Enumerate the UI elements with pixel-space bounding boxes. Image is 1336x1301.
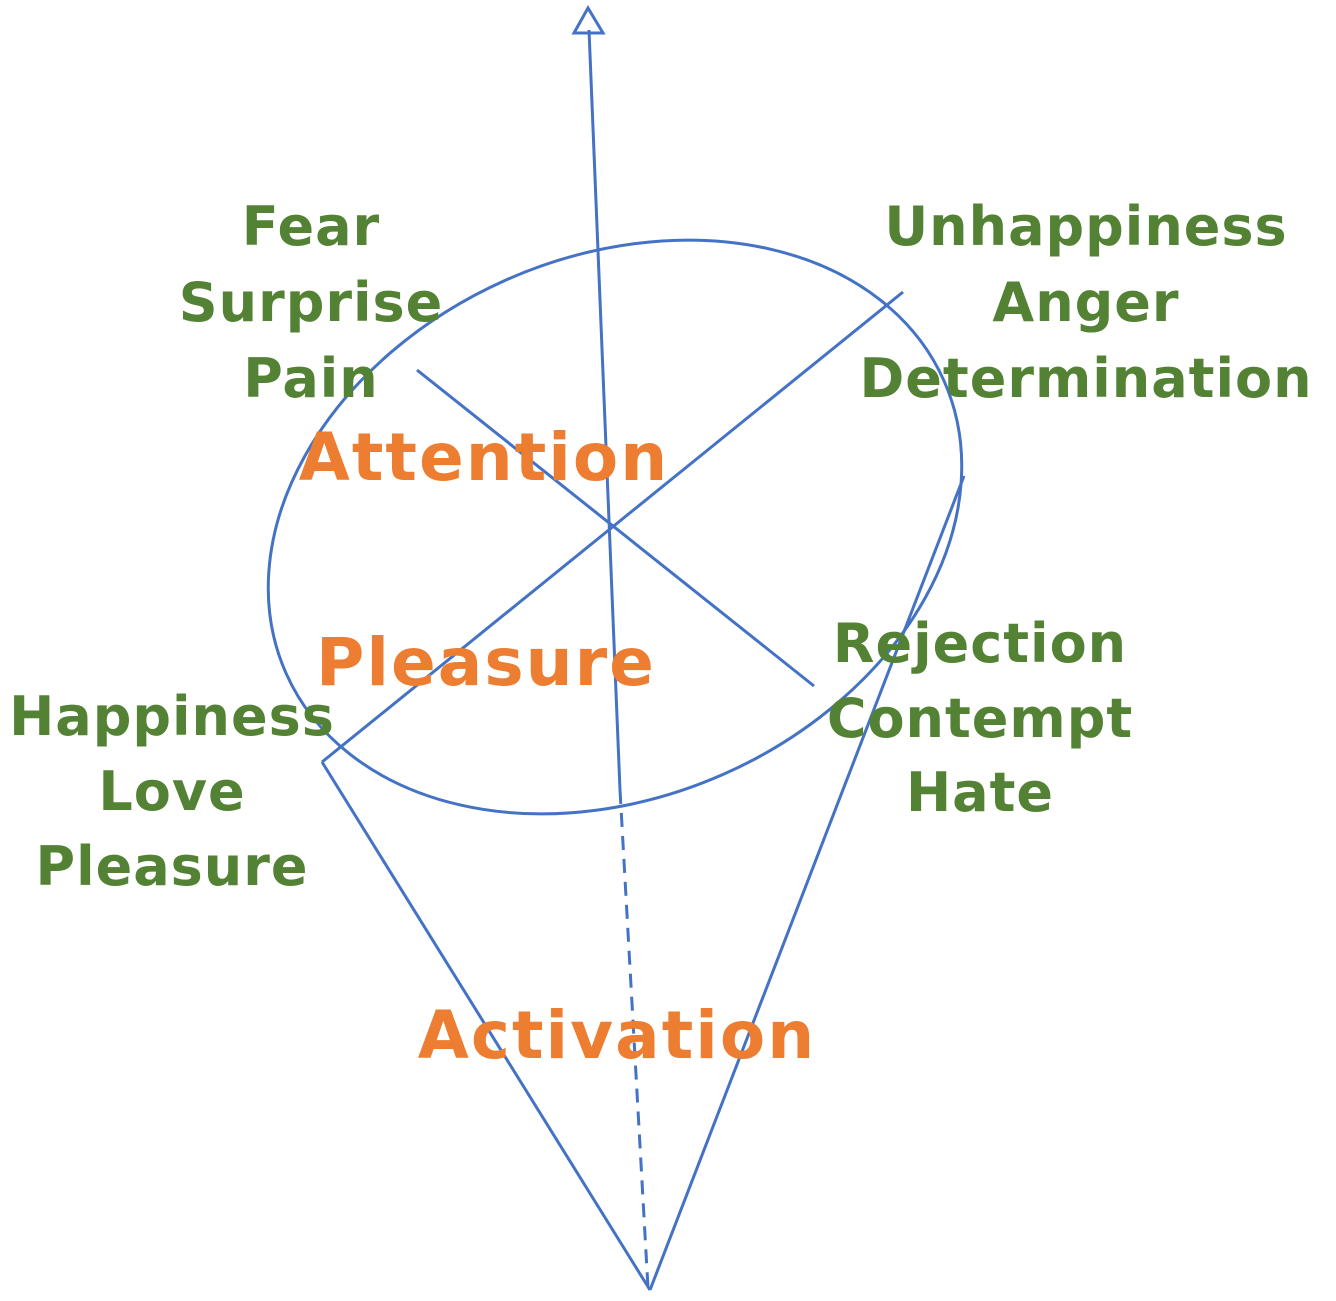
- cone-ellipse: [266, 238, 964, 816]
- emotion-unhappiness: Unhappiness: [884, 195, 1287, 258]
- emotion-determination: Determination: [859, 347, 1312, 410]
- activation-axis-dashed-line: [618, 789, 650, 1289]
- attention-label: Attention: [299, 419, 669, 496]
- cone-right-side: [648, 475, 966, 1291]
- activation-arrow-icon: [571, 5, 606, 35]
- emotion-happiness: Happiness: [9, 685, 335, 748]
- emotion-contempt: Contempt: [827, 687, 1133, 750]
- pleasure-label: Pleasure: [316, 624, 656, 701]
- activation-axis-line: [587, 29, 622, 791]
- emotion-love: Love: [98, 760, 245, 823]
- emotion-hate: Hate: [906, 761, 1054, 824]
- emotion-anger: Anger: [992, 271, 1179, 334]
- emotion-fear: Fear: [242, 195, 380, 258]
- emotion-rejection: Rejection: [833, 612, 1127, 675]
- emotion-surprise: Surprise: [179, 271, 444, 334]
- activation-label: Activation: [418, 997, 816, 1074]
- cone-left-side: [320, 761, 652, 1291]
- emotion-pleasure: Pleasure: [36, 835, 309, 898]
- attention-axis-line: [416, 368, 815, 688]
- emotion-pain: Pain: [243, 347, 379, 410]
